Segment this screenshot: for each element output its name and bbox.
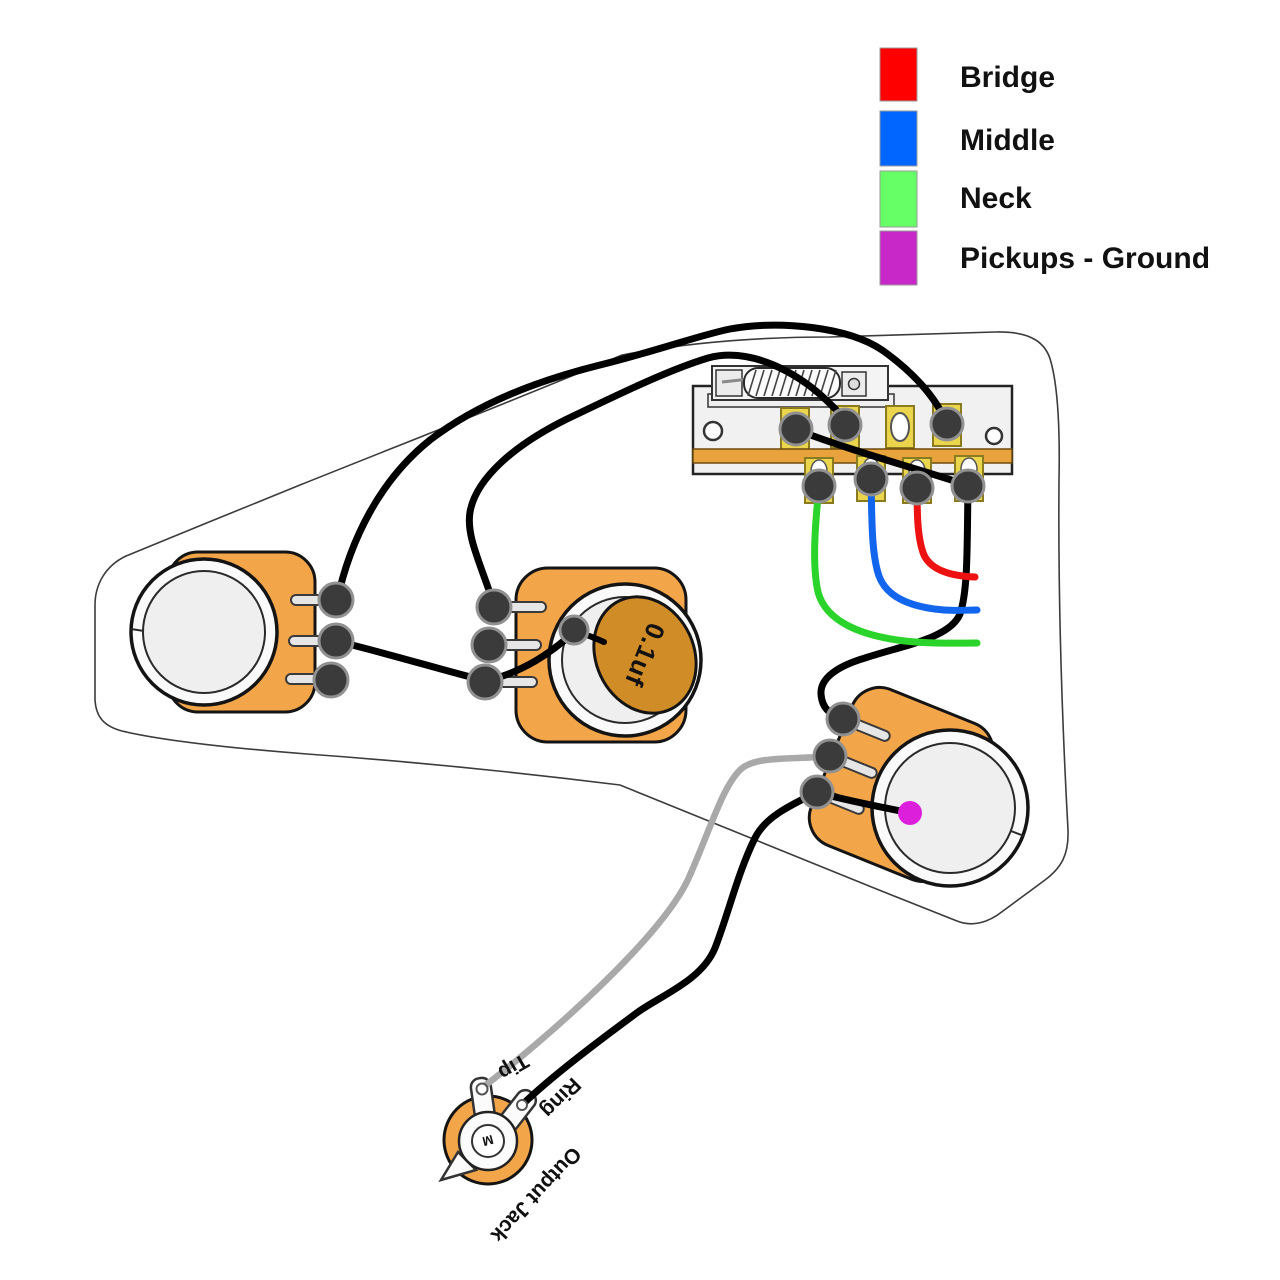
legend-label-ground: Pickups - Ground <box>960 242 1210 275</box>
output-tip-wire <box>478 752 834 1092</box>
output-jack-ring-hole <box>516 1099 528 1111</box>
switch-mounting-hole <box>702 420 724 442</box>
legend-swatch-ground <box>879 230 918 286</box>
solder-blob <box>466 663 504 701</box>
tone2-to-switch-wire <box>465 351 850 609</box>
output-jack-center <box>471 1124 505 1158</box>
solder-blob <box>558 614 590 646</box>
legend: Bridge Middle Neck Pickups - Ground <box>879 47 1210 286</box>
tone1-to-switch-wire <box>333 321 951 605</box>
output-jack: M <box>438 1076 538 1186</box>
solder-blob <box>475 588 513 626</box>
solder-blob <box>317 581 355 619</box>
legend-label-neck: Neck <box>960 182 1032 215</box>
legend-swatch-bridge <box>879 47 918 102</box>
solder-blob <box>312 661 350 699</box>
solder-blob <box>853 461 889 497</box>
ground-dot <box>898 801 922 825</box>
capacitor <box>592 595 698 715</box>
solder-blob <box>317 622 355 660</box>
volume-pot-seam <box>1010 830 1025 837</box>
solder-blob <box>801 468 837 504</box>
volume-pot <box>807 686 1030 888</box>
legend-swatch-neck <box>879 170 918 228</box>
output-jack-tip-hole <box>475 1082 489 1096</box>
legend-label-middle: Middle <box>960 124 1055 157</box>
middle-wire <box>867 476 981 614</box>
tone1-pot <box>129 550 337 714</box>
solder-blob <box>929 406 965 442</box>
output-jack-center-mark: M <box>481 1132 495 1149</box>
switch-spring-block-left <box>715 369 743 397</box>
tone1-pot-casing-inner <box>142 570 266 694</box>
neck-wire <box>811 483 981 647</box>
switch-jumper-wire <box>793 426 971 489</box>
switch-mounting-hole <box>984 426 1004 446</box>
legend-label-bridge: Bridge <box>960 61 1055 94</box>
solder-blob <box>778 411 814 447</box>
ring-label: Ring <box>536 1073 585 1122</box>
solder-blob <box>470 626 508 664</box>
solder-blob <box>950 468 986 504</box>
solder-blob <box>827 407 863 443</box>
legend-swatch-middle <box>879 110 918 167</box>
solder-blob <box>899 470 935 506</box>
solder-joints <box>312 406 986 810</box>
solder-blob <box>799 774 835 810</box>
tone2-pot: 0.1uf <box>484 566 703 744</box>
solder-blob <box>825 701 861 737</box>
switch-spring-screw-head <box>847 377 861 391</box>
solder-blob <box>812 738 848 774</box>
tone1-pot-seam <box>130 628 145 632</box>
output-ring-wire <box>519 788 821 1108</box>
